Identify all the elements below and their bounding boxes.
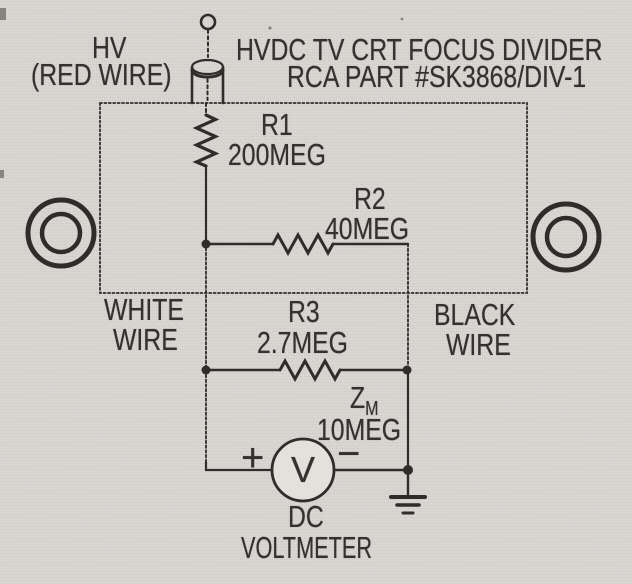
impedance-symbol: Z [350, 380, 366, 415]
hv-ball-icon [199, 13, 217, 31]
white-wire-label-line1: WHITE [104, 292, 184, 327]
scan-specks [0, 8, 404, 178]
junction-dots [201, 239, 413, 475]
r2-name-label: R2 [354, 181, 386, 216]
black-wire-label-line2: WIRE [446, 327, 511, 362]
hv-terminal-symbol [190, 13, 225, 105]
minus-sign: − [337, 432, 361, 476]
r1-name-label: R1 [261, 107, 293, 142]
r3-value-label: 2.7MEG [257, 325, 348, 360]
center-tap-wire [204, 247, 274, 472]
black-wire-label-line1: BLACK [434, 297, 516, 332]
voltmeter-dial-letter: V [290, 449, 315, 490]
plus-sign: + [241, 436, 265, 480]
impedance-subscript: M [365, 398, 379, 420]
hv-label: HV [92, 30, 127, 65]
voltmeter-caption-line1: DC [288, 499, 324, 534]
junction-dot [403, 465, 413, 475]
meter-return-wire [332, 372, 410, 472]
resistor-r3-symbol [204, 357, 409, 383]
junction-dot [201, 365, 211, 375]
ground-symbol [389, 468, 427, 515]
title-line1: HVDC TV CRT FOCUS DIVIDER [236, 32, 603, 67]
r2-value-label: 40MEG [325, 211, 410, 246]
voltmeter-symbol [270, 437, 336, 503]
eyelet-right [530, 201, 602, 273]
r3-name-label: R3 [288, 294, 320, 329]
junction-dot [201, 239, 211, 249]
red-wire-label: (RED WIRE) [31, 57, 172, 92]
resistor-r2-symbol [204, 231, 410, 371]
white-wire-label-line2: WIRE [113, 322, 178, 357]
eyelet-left [25, 197, 97, 269]
r1-value-label: 200MEG [228, 137, 326, 172]
voltmeter-caption-line2: VOLTMETER [241, 530, 373, 565]
junction-dot [402, 365, 412, 375]
resistor-r1-symbol [192, 102, 220, 246]
meter-impedance-value: 10MEG [317, 412, 402, 447]
title-line2: RCA PART #SK3868/DIV-1 [287, 59, 587, 94]
meter-impedance-label: ZM [350, 382, 378, 419]
package-outline [99, 102, 528, 294]
